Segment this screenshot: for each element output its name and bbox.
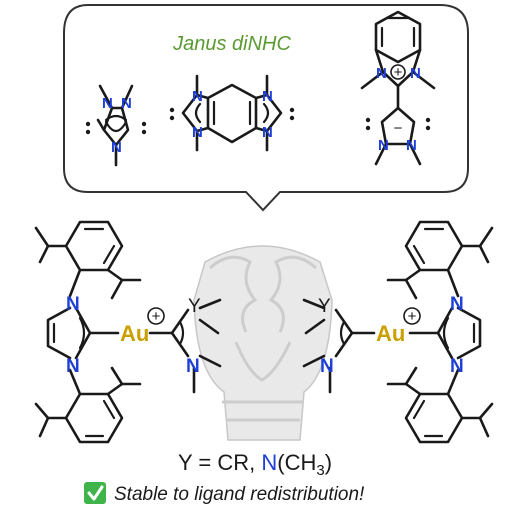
y-definition-nitrogen: N — [261, 450, 277, 475]
y-definition-subscript: 3 — [316, 462, 324, 479]
n-atom: N — [102, 95, 113, 112]
cation-charge — [390, 64, 406, 80]
n-atom: N — [406, 137, 417, 154]
left-nhc-gold-complex: N N Au + Y N — [34, 220, 222, 444]
au-charge-symbol: + — [152, 308, 161, 325]
check-icon — [84, 482, 106, 504]
n-atom: N — [192, 124, 203, 141]
y-atom: Y — [318, 296, 331, 317]
y-definition-close: ) — [325, 450, 332, 475]
anion-symbol: − — [394, 120, 403, 137]
cation-symbol: + — [394, 64, 403, 81]
right-nhc-gold-complex: N N Au + Y N — [302, 220, 494, 444]
n-atom: N — [450, 294, 464, 315]
au-charge-symbol: + — [408, 308, 417, 325]
janus-head-illustration — [193, 245, 333, 441]
n-atom: N — [378, 137, 389, 154]
ligand-benzimidazolium-pyrazolide: N N N N + − — [360, 10, 436, 166]
y-atom: Y — [188, 296, 201, 317]
y-definition-prefix: Y = CR, — [178, 450, 261, 475]
n-atom: N — [121, 95, 132, 112]
stability-note: Stable to ligand redistribution! — [114, 484, 365, 505]
y-definition-methyl: (CH — [277, 450, 316, 475]
au-charge-right — [403, 307, 421, 325]
n-atom: N — [450, 356, 464, 377]
y-definition: Y = CR, N(CH3) — [178, 450, 332, 479]
n-atom: N — [186, 356, 200, 377]
n-atom: N — [262, 124, 273, 141]
au-charge-left — [147, 307, 165, 325]
n-atom: N — [66, 356, 80, 377]
n-atom: N — [262, 88, 273, 105]
gold-atom-right: Au — [376, 321, 405, 346]
ligand-benzobisimidazolylidene: N N N N — [169, 74, 295, 152]
panel-title: Janus diNHC — [172, 33, 291, 55]
n-atom: N — [320, 356, 334, 377]
n-atom: N — [376, 65, 387, 82]
n-atom: N — [66, 294, 80, 315]
gold-atom-left: Au — [120, 321, 149, 346]
n-atom: N — [410, 65, 421, 82]
ligand-triazolylidene: N N N — [85, 84, 147, 167]
n-atom: N — [111, 139, 122, 156]
n-atom: N — [192, 88, 203, 105]
